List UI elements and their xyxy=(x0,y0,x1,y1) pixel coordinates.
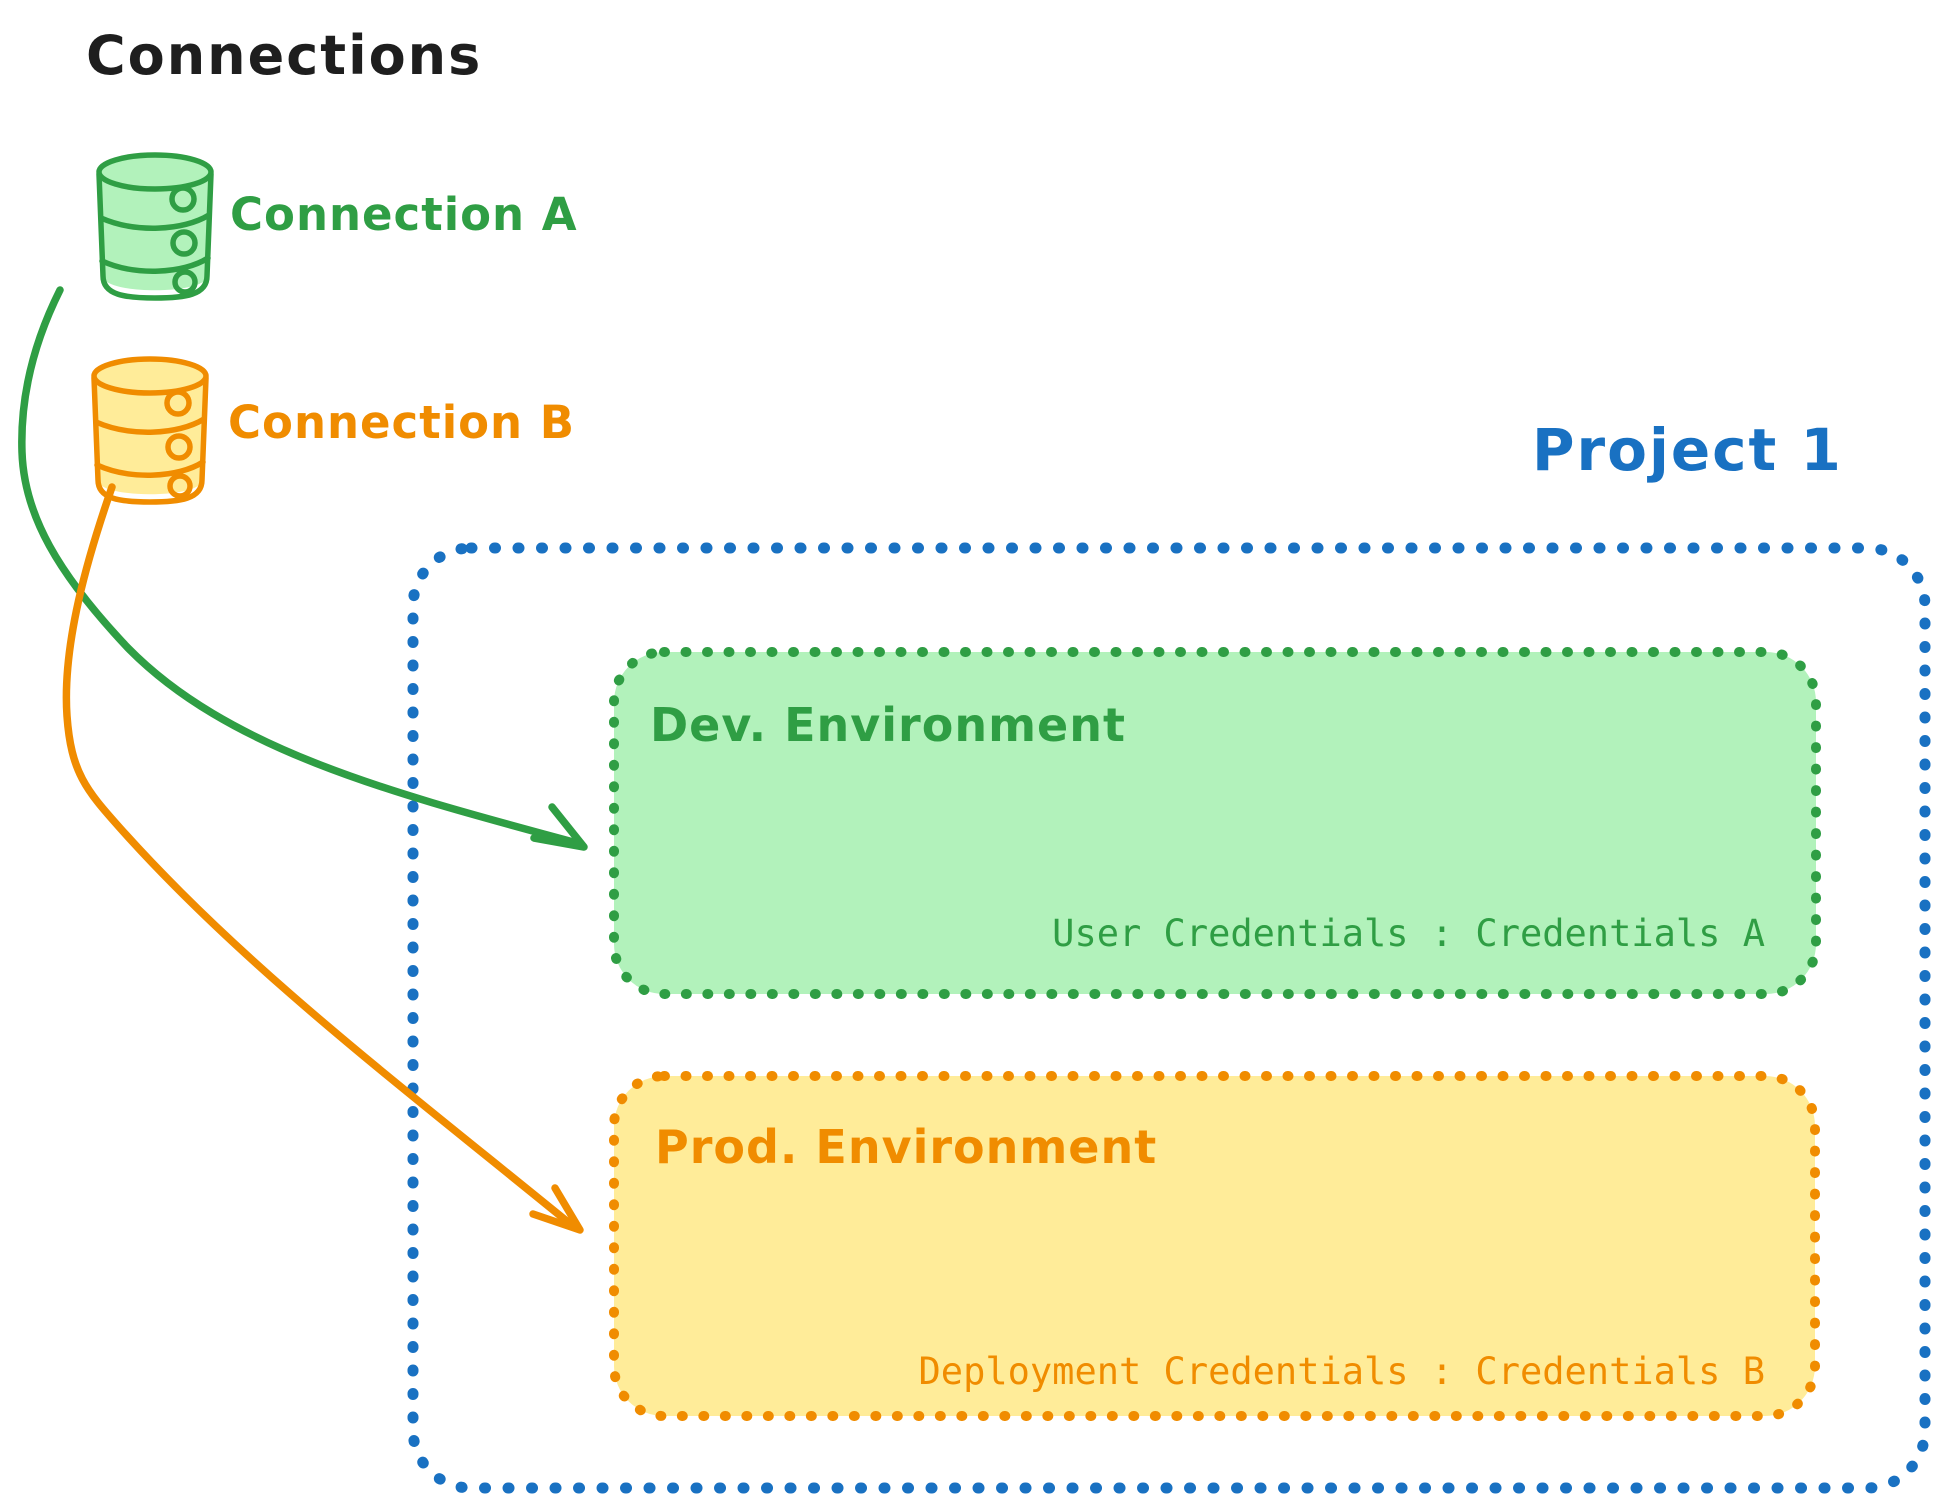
dev-environment-title: Dev. Environment xyxy=(650,698,1126,752)
prod-environment-box xyxy=(609,1071,1820,1421)
project-container-box xyxy=(407,542,1931,1494)
connections-title: Connections xyxy=(86,24,483,87)
arrow-connection-a-to-dev xyxy=(18,286,588,851)
prod-environment-credentials: Deployment Credentials : Credentials B xyxy=(918,1350,1765,1393)
arrow-connection-b-to-prod xyxy=(62,483,584,1234)
dev-environment-box xyxy=(609,647,1821,999)
dev-environment-credentials: User Credentials : Credentials A xyxy=(1052,912,1765,955)
project-title: Project 1 xyxy=(1532,416,1843,484)
arrowhead-icon xyxy=(529,1184,584,1234)
connection-b-label: Connection B xyxy=(228,396,576,449)
connection-a-label: Connection A xyxy=(230,188,578,241)
database-icon xyxy=(91,356,209,505)
arrowhead-icon xyxy=(530,803,588,851)
database-icon xyxy=(96,152,214,301)
prod-environment-title: Prod. Environment xyxy=(655,1120,1158,1174)
